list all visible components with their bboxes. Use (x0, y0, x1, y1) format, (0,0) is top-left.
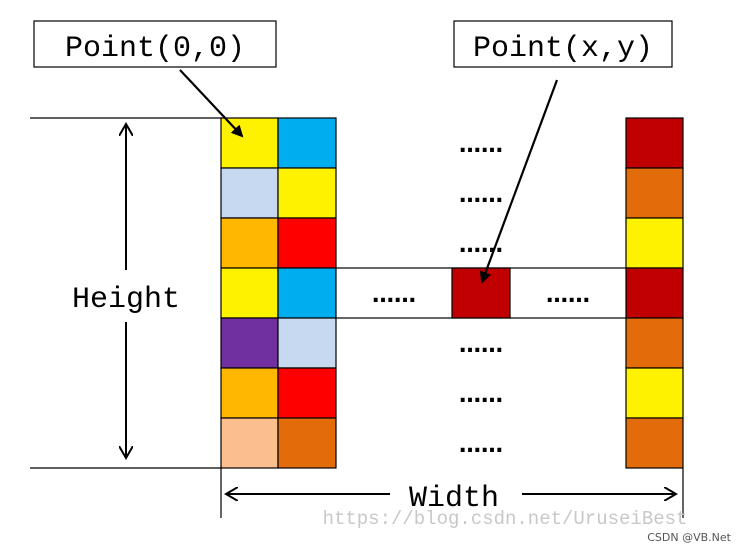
ellipsis-column-1: …… (459, 133, 503, 158)
pixel-cell (220, 267, 279, 319)
width-label: Width (409, 482, 499, 516)
ellipsis-row-right: …… (546, 283, 590, 308)
pixel-cell (277, 217, 337, 269)
pixel-cell (625, 317, 684, 369)
pixel-cell (625, 117, 684, 169)
left-pixel-column-1 (220, 117, 279, 469)
pixel-cell (220, 367, 279, 419)
ellipsis-column-4: …… (459, 333, 503, 358)
pixel-cell (625, 167, 684, 219)
highlight-pixel-cell (451, 267, 511, 319)
pixel-cell (625, 417, 684, 469)
right-pixel-column (625, 117, 684, 469)
pixel-cell (220, 217, 279, 269)
pixel-cell (625, 267, 684, 319)
origin-pointer-arrow (179, 69, 244, 138)
pixel-cell (277, 117, 337, 169)
ellipsis-row-left: …… (372, 283, 416, 308)
pixel-cell (220, 167, 279, 219)
pixel-cell (220, 117, 279, 169)
pixel-cell (277, 367, 337, 419)
pixel-cell (625, 217, 684, 269)
pixel-cell (277, 167, 337, 219)
xy-pointer-arrow (479, 79, 559, 284)
pixel-cell (220, 317, 279, 369)
ellipsis-column-5: …… (459, 383, 503, 408)
xy-point-label: Point(x,y) (473, 32, 653, 66)
pixel-cell (277, 267, 337, 319)
left-pixel-column-2 (277, 117, 337, 469)
watermark-credit: CSDN @VB.Net (647, 531, 731, 544)
pixel-cell (277, 317, 337, 369)
ellipsis-column-6: …… (459, 433, 503, 458)
pixel-cell (625, 367, 684, 419)
watermark-url: https://blog.csdn.net/UruseiBest (323, 508, 688, 530)
pixel-cell (277, 417, 337, 469)
xy-point-label-box (453, 20, 673, 68)
ellipsis-column-2: …… (459, 183, 503, 208)
pixel-cell (220, 417, 279, 469)
origin-point-label: Point(0,0) (65, 32, 245, 66)
ellipsis-column-3: …… (459, 233, 503, 258)
height-label: Height (72, 283, 180, 317)
origin-point-label-box (33, 20, 277, 68)
